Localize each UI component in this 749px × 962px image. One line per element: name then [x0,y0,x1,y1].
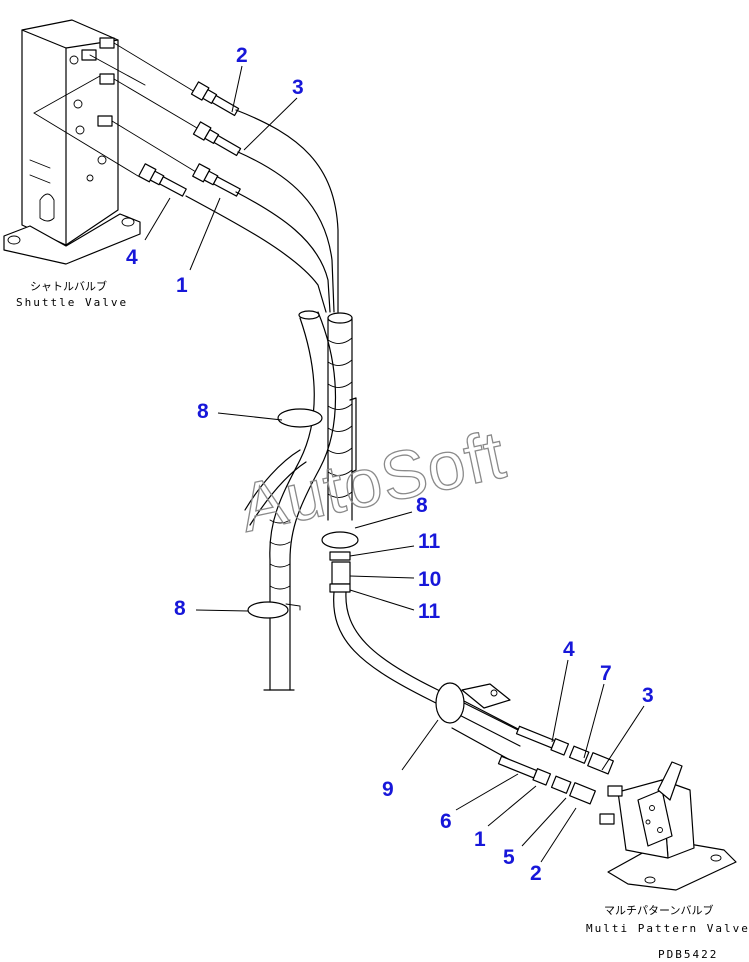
callout-9: 9 [382,778,394,801]
shuttle-valve-label-jp: シャトルバルブ [30,279,107,293]
hose-end-fittings-lower [497,725,614,805]
callout-8-lower: 8 [174,597,186,620]
clamps [247,408,359,619]
multi-pattern-valve-label-en: Multi Pattern Valve [586,922,749,935]
component-captions: シャトルバルブ Shuttle Valve マルチパターンバルブ Multi P… [16,279,749,961]
multi-pattern-valve-label-jp: マルチパターンバルブ [604,903,713,917]
callout-4-lower: 4 [563,638,575,661]
callout-2-upper: 2 [236,44,248,67]
callout-8-upper: 8 [197,400,209,423]
callout-11-lower: 11 [418,600,441,623]
callout-10: 10 [418,568,441,591]
callout-4-upper: 4 [126,246,138,269]
leader-lines [144,65,645,863]
callout-labels: 2 3 4 1 8 8 11 10 11 8 4 7 3 9 6 1 5 2 [126,44,654,885]
hose-end-fittings-upper [138,81,242,197]
shuttle-valve-label-en: Shuttle Valve [16,296,128,309]
callout-8-middle: 8 [416,494,428,517]
drawing-code: PDB5422 [658,948,718,961]
callout-3-upper: 3 [292,76,304,99]
callout-1-lower: 1 [474,828,486,851]
multi-pattern-valve-drawing [599,761,737,891]
shuttle-valve-drawing [3,19,198,265]
pipe-left [244,310,337,691]
callout-11-upper: 11 [418,530,441,553]
callout-3-lower: 3 [642,684,654,707]
callout-1-upper: 1 [176,274,188,297]
callout-2-lower: 2 [530,862,542,885]
watermark: AutoSoft [233,416,512,546]
callout-6: 6 [440,810,452,833]
hose-bundle [185,109,529,761]
callout-5: 5 [503,846,515,869]
callout-7: 7 [600,662,612,685]
